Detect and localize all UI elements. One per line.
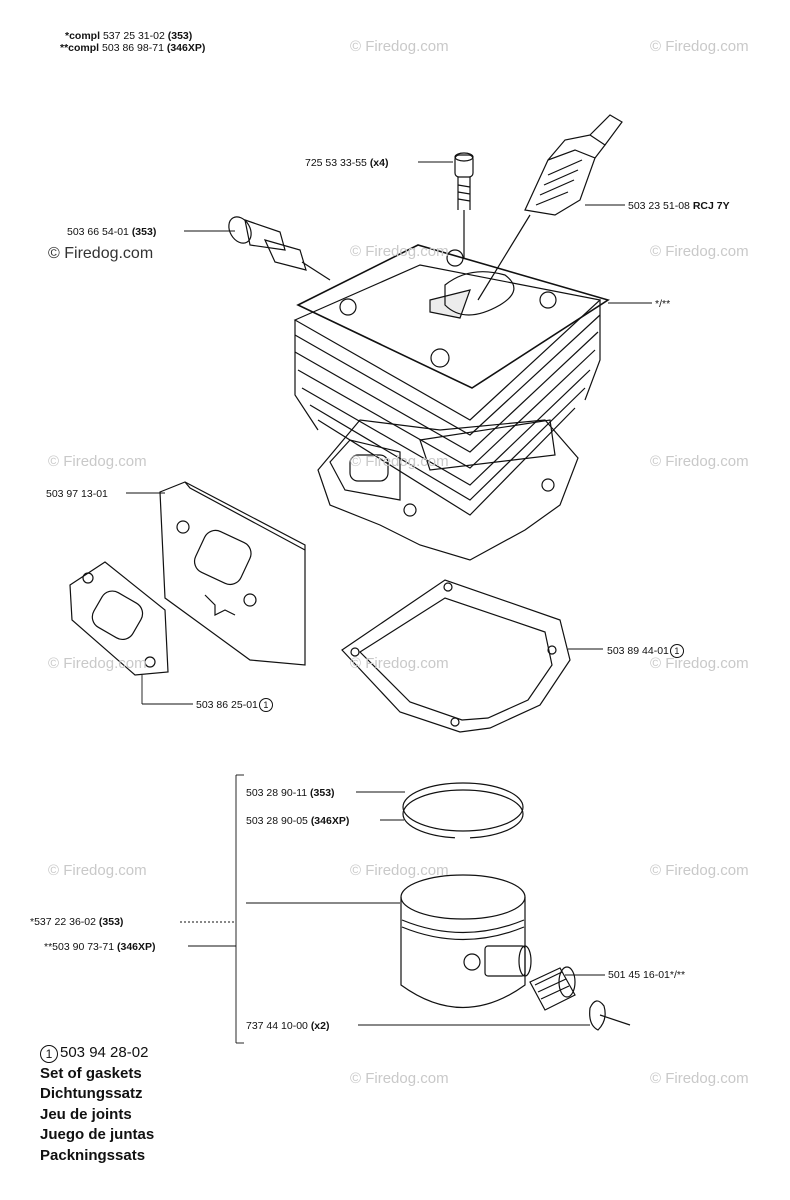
part-number: **503 90 73-71 <box>44 941 115 953</box>
callout-piston-353: *537 22 36-02 (353) <box>30 916 123 928</box>
compl-prefix: **compl <box>60 42 100 54</box>
kit-circle-marker: 1 <box>669 644 684 658</box>
compl-part-346xp: **compl 503 86 98-71 (346XP) <box>60 42 205 54</box>
gasket-plate-drawing <box>159 481 306 666</box>
kit-circle-marker: 1 <box>258 698 273 712</box>
watermark: © Firedog.com <box>350 1070 449 1087</box>
callout-spark-plug: 503 23 51-08 RCJ 7Y <box>628 200 730 212</box>
watermark: © Firedog.com <box>350 243 449 260</box>
model: (353) <box>98 916 124 928</box>
watermark: © Firedog.com <box>650 862 749 879</box>
screw-drawing <box>454 152 474 258</box>
mark: */** <box>655 298 671 310</box>
spec: RCJ 7Y <box>692 200 730 212</box>
part-number: 503 23 51-08 <box>628 200 690 212</box>
watermark: © Firedog.com <box>48 655 147 672</box>
legend-label-fr: Jeu de joints <box>40 1105 132 1123</box>
piston-ring-drawing <box>402 782 524 840</box>
part-number: 501 45 16-01*/** <box>608 969 686 981</box>
quantity: (x4) <box>369 157 389 169</box>
kit-circle-marker: 1 <box>40 1045 58 1063</box>
circlip-drawing <box>589 1000 631 1031</box>
kit-part-number: 503 94 28-02 <box>60 1044 149 1061</box>
legend-label-sv: Packningssats <box>40 1146 146 1164</box>
watermark: © Firedog.com <box>350 453 449 470</box>
part-number: 503 66 54-01 <box>67 226 129 238</box>
callout-circlip: 737 44 10-00 (x2) <box>246 1020 330 1032</box>
part-number: 503 97 13-01 <box>46 488 108 500</box>
part-number: 737 44 10-00 <box>246 1020 308 1032</box>
callout-cylinder: */** <box>655 298 670 310</box>
part-number: 503 86 25-01 <box>196 698 258 711</box>
watermark: © Firedog.com <box>350 655 449 672</box>
compl-part-353: *compl 537 25 31-02 (353) <box>65 30 192 42</box>
cylinder-drawing <box>293 244 610 561</box>
callout-needle-bearing: 501 45 16-01*/** <box>608 969 685 981</box>
leader-lines <box>126 161 652 1044</box>
watermark: © Firedog.com <box>350 38 449 55</box>
callout-ring-353: 503 28 90-11 (353) <box>246 787 335 799</box>
model: (353) <box>131 226 157 238</box>
callout-screw: 725 53 33-55 (x4) <box>305 157 389 169</box>
compl-model: (353) <box>167 30 193 42</box>
watermark: © Firedog.com <box>48 453 147 470</box>
callout-gasket-plate: 503 97 13-01 <box>46 488 108 500</box>
legend-label-en: Set of gaskets <box>40 1064 142 1082</box>
piston-drawing <box>400 874 532 1009</box>
model: (346XP) <box>310 815 350 827</box>
watermark: © Firedog.com <box>650 453 749 470</box>
part-number: 503 28 90-05 <box>246 815 308 827</box>
compl-prefix: *compl <box>65 30 101 42</box>
quantity: (x2) <box>310 1020 330 1032</box>
model: (346XP) <box>116 941 156 953</box>
exhaust-gasket-drawing <box>69 561 169 676</box>
part-number: 725 53 33-55 <box>305 157 367 169</box>
legend-label-es: Juego de juntas <box>40 1126 155 1143</box>
watermark: © Firedog.com <box>650 1070 749 1087</box>
watermark: © Firedog.com <box>650 243 749 260</box>
decomp-valve-drawing <box>228 216 331 281</box>
part-number: *537 22 36-02 <box>30 916 96 928</box>
legend-label-de: Dichtungssatz <box>40 1085 143 1102</box>
spark-plug-drawing <box>477 114 623 301</box>
callout-ring-346xp: 503 28 90-05 (346XP) <box>246 815 349 827</box>
watermark: © Firedog.com <box>350 862 449 879</box>
watermark: © Firedog.com <box>650 38 749 55</box>
callout-decomp-valve: 503 66 54-01 (353) <box>67 226 156 238</box>
callout-piston-346xp: **503 90 73-71 (346XP) <box>44 941 156 953</box>
needle-bearing-drawing <box>529 966 576 1011</box>
part-number: 503 89 44-01 <box>607 644 669 657</box>
watermark: © Firedog.com <box>650 655 749 672</box>
watermark: © Firedog.com <box>48 862 147 879</box>
compl-part-number: 503 86 98-71 <box>102 42 164 54</box>
base-gasket-drawing <box>341 579 571 733</box>
compl-part-number: 537 25 31-02 <box>102 30 165 42</box>
part-number: 503 28 90-11 <box>246 787 308 799</box>
watermark: © Firedog.com <box>48 245 154 262</box>
compl-model: (346XP) <box>166 42 206 54</box>
model: (353) <box>310 787 335 799</box>
